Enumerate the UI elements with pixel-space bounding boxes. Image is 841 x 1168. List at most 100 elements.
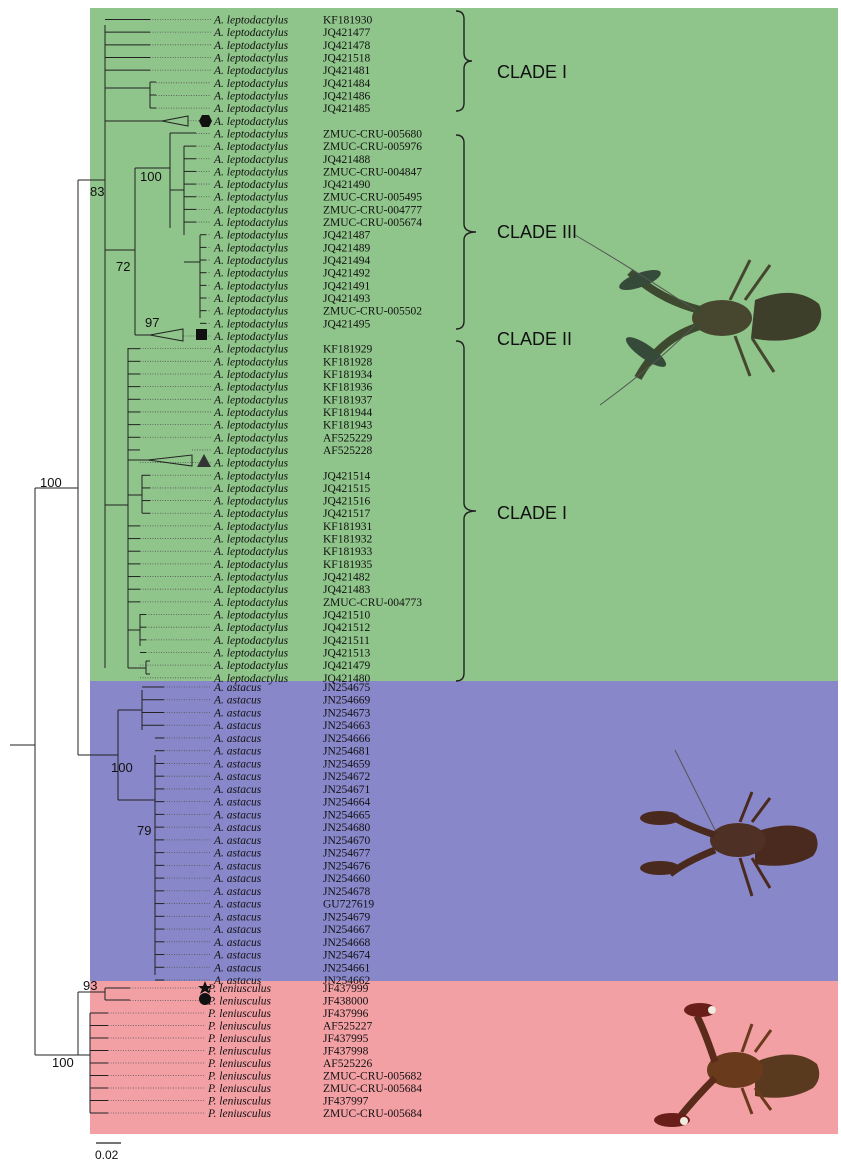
taxon-species-label: A. astacus xyxy=(213,860,262,872)
taxon-accession-label: JF437997 xyxy=(323,1096,369,1108)
taxon-species-label: A. astacus xyxy=(213,746,262,758)
taxon-accession-label: AF525228 xyxy=(323,445,372,457)
taxon-species-label: A. leptodactylus xyxy=(213,458,289,470)
taxon-accession-label: JN254670 xyxy=(323,835,371,847)
taxon-accession-label: JQ421492 xyxy=(323,268,371,280)
taxon-species-label: A. leptodactylus xyxy=(213,546,289,558)
taxon-accession-label: JQ421513 xyxy=(323,648,371,660)
taxon-species-label: P. leniusculus xyxy=(207,1058,272,1070)
support-value: 72 xyxy=(116,259,130,274)
taxon-accession-label: JN254678 xyxy=(323,886,371,898)
clade-label: CLADE I xyxy=(497,62,567,82)
taxon-accession-label: JQ421477 xyxy=(323,27,371,39)
taxon-accession-label: JF437998 xyxy=(323,1046,369,1058)
taxon-accession-label: JN254679 xyxy=(323,911,371,923)
taxon-accession-label: KF181934 xyxy=(323,369,372,381)
taxon-species-label: A. leptodactylus xyxy=(213,622,289,634)
taxon-accession-label: KF181931 xyxy=(323,521,372,533)
taxon-species-label: P. leniusculus xyxy=(207,996,272,1008)
taxon-accession-label: KF181935 xyxy=(323,559,372,571)
taxon-species-label: A. leptodactylus xyxy=(213,331,289,343)
taxon-species-label: A. astacus xyxy=(213,707,262,719)
taxon-accession-label: JQ421479 xyxy=(323,660,371,672)
taxon-species-label: A. leptodactylus xyxy=(213,660,289,672)
taxon-accession-label: AF525229 xyxy=(323,432,372,444)
clade-label: CLADE II xyxy=(497,329,572,349)
clade-label: CLADE III xyxy=(497,222,577,242)
taxon-species-label: A. leptodactylus xyxy=(213,40,289,52)
taxon-species-label: P. leniusculus xyxy=(207,1071,272,1083)
taxon-species-label: A. leptodactylus xyxy=(213,141,289,153)
taxon-species-label: A. astacus xyxy=(213,758,262,770)
taxon-species-label: A. leptodactylus xyxy=(213,293,289,305)
taxon-species-label: A. leptodactylus xyxy=(213,521,289,533)
support-value: 100 xyxy=(52,1055,74,1070)
taxon-species-label: A. astacus xyxy=(213,937,262,949)
taxon-species-label: A. astacus xyxy=(213,924,262,936)
taxon-species-label: A. leptodactylus xyxy=(213,268,289,280)
taxon-accession-label: JQ421518 xyxy=(323,52,371,64)
taxon-accession-label: ZMUC-CRU-005495 xyxy=(323,192,422,204)
taxon-species-label: A. astacus xyxy=(213,962,262,974)
taxon-accession-label: JQ421514 xyxy=(323,470,371,482)
taxon-species-label: A. leptodactylus xyxy=(213,508,289,520)
taxon-accession-label: ZMUC-CRU-005682 xyxy=(323,1071,422,1083)
taxon-accession-label: JN254675 xyxy=(323,682,371,694)
taxon-species-label: A. leptodactylus xyxy=(213,445,289,457)
taxon-accession-label: KF181944 xyxy=(323,407,372,419)
taxon-accession-label: JF437995 xyxy=(323,1033,369,1045)
taxon-species-label: A. leptodactylus xyxy=(213,432,289,444)
taxon-accession-label: JN254673 xyxy=(323,707,371,719)
taxon-species-label: A. leptodactylus xyxy=(213,635,289,647)
taxon-accession-label: JQ421483 xyxy=(323,584,371,596)
taxon-accession-label: JN254671 xyxy=(323,784,371,796)
taxon-species-label: A. leptodactylus xyxy=(213,610,289,622)
taxon-accession-label: KF181943 xyxy=(323,420,372,432)
taxon-species-label: A. leptodactylus xyxy=(213,496,289,508)
support-value: 79 xyxy=(137,823,151,838)
taxon-accession-label: KF181937 xyxy=(323,394,372,406)
taxon-accession-label: JN254666 xyxy=(323,733,371,745)
taxon-species-label: P. leniusculus xyxy=(207,983,272,995)
taxon-accession-label: JQ421487 xyxy=(323,230,371,242)
circle-marker-icon xyxy=(199,993,211,1005)
taxon-accession-label: JQ421510 xyxy=(323,610,371,622)
taxon-accession-label: JQ421489 xyxy=(323,242,371,254)
taxon-accession-label: JN254659 xyxy=(323,758,371,770)
taxon-species-label: A. astacus xyxy=(213,733,262,745)
taxon-accession-label: JN254661 xyxy=(323,962,371,974)
taxon-species-label: A. leptodactylus xyxy=(213,90,289,102)
taxon-accession-label: JN254660 xyxy=(323,873,371,885)
taxon-accession-label: JQ421493 xyxy=(323,293,371,305)
taxon-accession-label: JQ421488 xyxy=(323,154,371,166)
taxon-accession-label: JQ421482 xyxy=(323,572,371,584)
taxon-accession-label: JN254676 xyxy=(323,860,371,872)
taxon-accession-label: JQ421491 xyxy=(323,280,371,292)
taxon-accession-label: JN254663 xyxy=(323,720,371,732)
taxon-accession-label: KF181928 xyxy=(323,356,372,368)
taxon-accession-label: ZMUC-CRU-005976 xyxy=(323,141,422,153)
taxon-accession-label: JQ421486 xyxy=(323,90,371,102)
taxon-species-label: A. leptodactylus xyxy=(213,584,289,596)
taxon-species-label: P. leniusculus xyxy=(207,1008,272,1020)
taxon-accession-label: KF181929 xyxy=(323,344,372,356)
taxon-accession-label: JN254665 xyxy=(323,809,371,821)
taxon-species-label: A. leptodactylus xyxy=(213,242,289,254)
taxon-accession-label: JN254672 xyxy=(323,771,371,783)
taxon-accession-label: KF181930 xyxy=(323,15,372,27)
taxon-accession-label: JN254674 xyxy=(323,950,371,962)
taxon-accession-label: KF181933 xyxy=(323,546,372,558)
taxon-species-label: A. astacus xyxy=(213,771,262,783)
taxon-accession-label: JQ421484 xyxy=(323,78,371,90)
taxon-accession-label: JN254668 xyxy=(323,937,371,949)
taxon-species-label: A. leptodactylus xyxy=(213,230,289,242)
taxon-species-label: A. leptodactylus xyxy=(213,217,289,229)
taxon-species-label: A. leptodactylus xyxy=(213,597,289,609)
taxon-accession-label: JQ421517 xyxy=(323,508,371,520)
taxon-species-label: P. leniusculus xyxy=(207,1046,272,1058)
taxon-species-label: A. leptodactylus xyxy=(213,192,289,204)
taxon-species-label: A. leptodactylus xyxy=(213,103,289,115)
taxon-species-label: P. leniusculus xyxy=(207,1083,272,1095)
taxon-accession-label: GU727619 xyxy=(323,899,374,911)
support-value: 100 xyxy=(111,760,133,775)
